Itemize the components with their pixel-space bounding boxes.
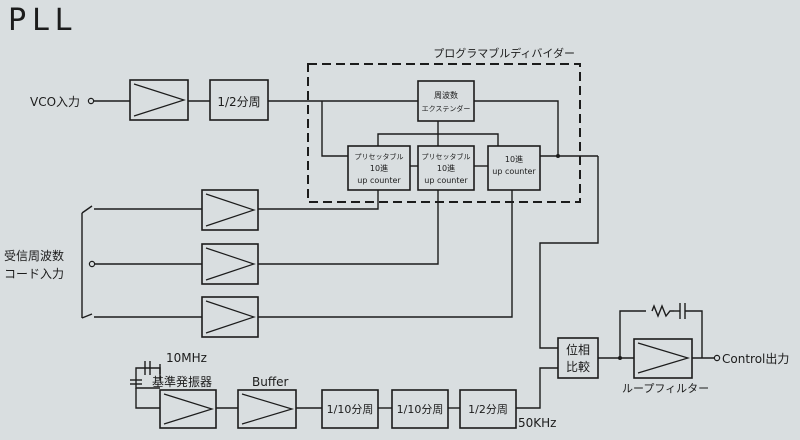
- loop-filter: [633, 338, 693, 379]
- code-input-terminal: [88, 260, 96, 268]
- junction-dot: [556, 154, 560, 158]
- crystal-frequency-label: 10MHz: [166, 351, 207, 365]
- vco-input-label: VCO入力: [30, 95, 80, 109]
- vco-amplifier: [129, 79, 189, 121]
- code-buffer-2: [201, 243, 259, 285]
- svg-text:1/2分周: 1/2分周: [217, 95, 260, 109]
- vco-input-terminal: [87, 97, 95, 105]
- junction-dot: [618, 356, 622, 360]
- svg-text:up counter: up counter: [492, 167, 536, 176]
- svg-text:比較: 比較: [566, 359, 590, 374]
- half-divider-top: 1/2分周: [209, 79, 269, 121]
- presettable-counter-2: プリセッタブル 10進 up counter: [417, 145, 475, 191]
- svg-text:10進: 10進: [437, 164, 455, 173]
- control-output-terminal: [713, 354, 721, 362]
- loop-filter-label: ループフィルター: [622, 382, 709, 395]
- phase-comparator: 位相 比較: [557, 337, 599, 379]
- diagram-title: PLL: [8, 3, 78, 38]
- code-input-label-1: 受信周波数: [4, 248, 64, 263]
- reference-frequency-label: 50KHz: [518, 416, 556, 430]
- svg-text:1/10分周: 1/10分周: [327, 403, 374, 416]
- code-buffer-3: [201, 296, 259, 338]
- divide-by-2-bottom: 1/2分周: [459, 389, 517, 429]
- svg-text:周波数: 周波数: [434, 90, 458, 100]
- svg-text:エクステンダー: エクステンダー: [422, 104, 471, 113]
- divide-by-10-a: 1/10分周: [321, 389, 379, 429]
- svg-text:プリセッタブル: プリセッタブル: [422, 152, 471, 161]
- svg-text:1/10分周: 1/10分周: [397, 403, 444, 416]
- presettable-counter-1: プリセッタブル 10進 up counter: [347, 145, 411, 191]
- svg-text:プリセッタブル: プリセッタブル: [355, 152, 404, 161]
- svg-text:up counter: up counter: [424, 176, 468, 185]
- decimal-up-counter: 10進 up counter: [487, 145, 541, 191]
- svg-text:up counter: up counter: [357, 176, 401, 185]
- svg-text:10進: 10進: [370, 164, 388, 173]
- svg-text:1/2分周: 1/2分周: [468, 403, 508, 416]
- buffer-label: Buffer: [252, 375, 288, 389]
- reference-oscillator: [159, 389, 217, 429]
- buffer-amplifier: [237, 389, 297, 429]
- control-output-label: Control出力: [722, 352, 789, 366]
- signal-wires: [81, 100, 714, 409]
- svg-text:位相: 位相: [566, 342, 590, 357]
- reference-oscillator-label: 基準発振器: [152, 374, 212, 389]
- programmable-divider-label: プログラマブルディバイダー: [433, 46, 575, 60]
- divide-by-10-b: 1/10分周: [391, 389, 449, 429]
- code-buffer-1: [201, 189, 259, 231]
- code-input-label-2: コード入力: [4, 267, 64, 281]
- programmable-divider-group: [307, 63, 581, 203]
- frequency-extender: 周波数 エクステンダー: [417, 80, 475, 122]
- svg-text:10進: 10進: [505, 155, 523, 164]
